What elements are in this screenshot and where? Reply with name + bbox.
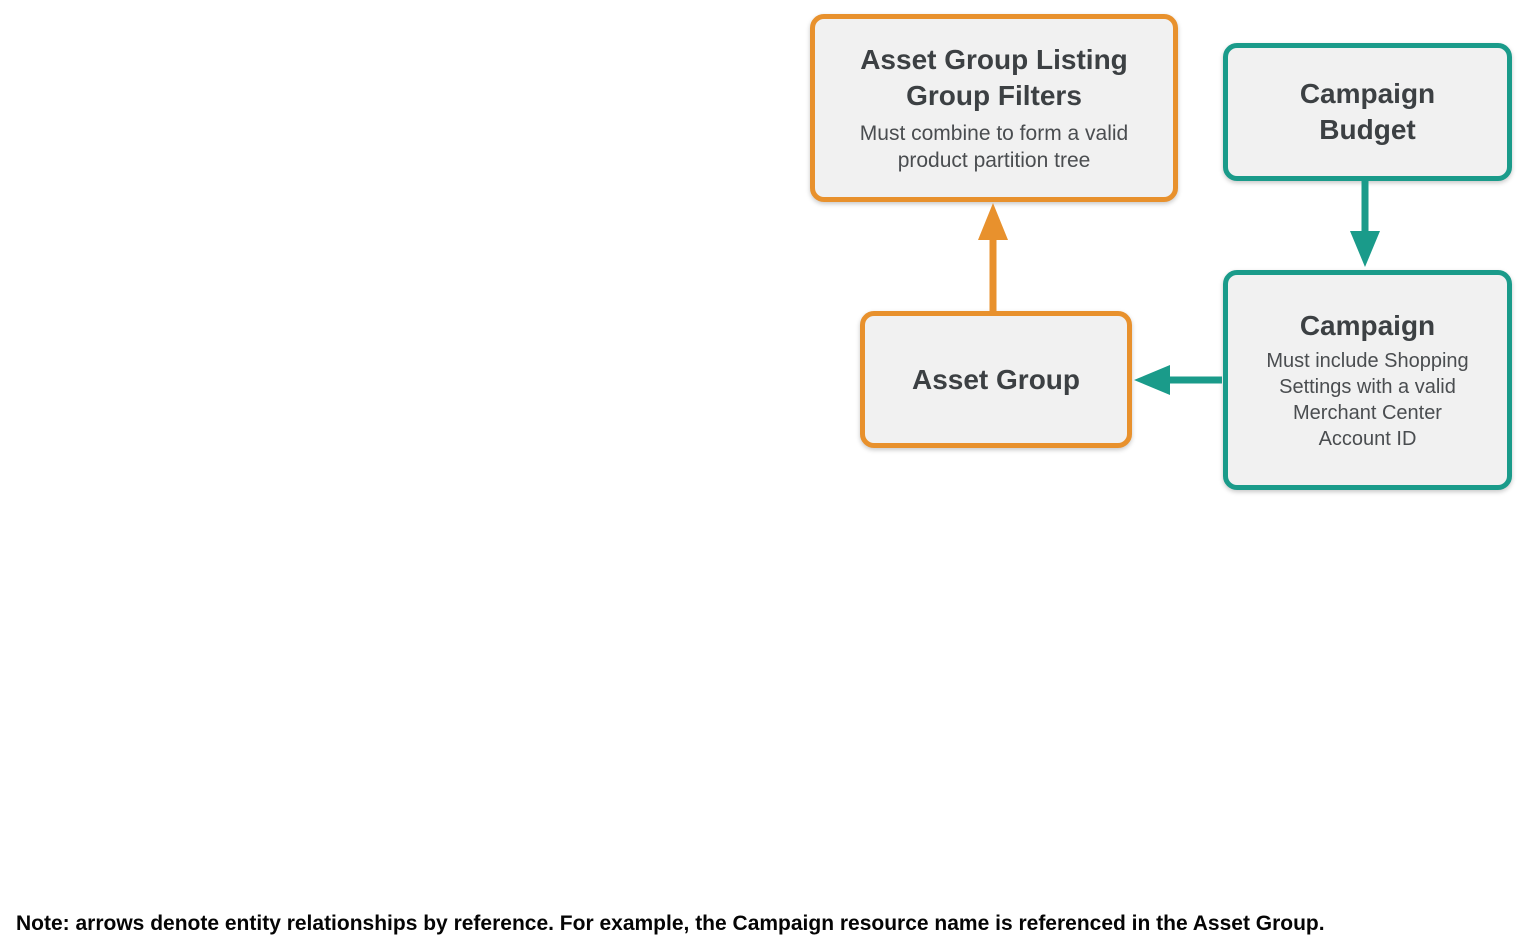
- footnote: Note: arrows denote entity relationships…: [16, 912, 1325, 935]
- arrow-head-up-icon: [978, 203, 1008, 240]
- node-campaign-budget: Campaign Budget: [1223, 43, 1512, 181]
- arrow-head-down-icon: [1350, 231, 1380, 267]
- node-subtitle: Must include Shopping Settings with a va…: [1266, 349, 1469, 450]
- arrow-asset-group-to-listing-filters: [978, 203, 1008, 312]
- arrow-campaign-to-asset-group: [1134, 365, 1222, 395]
- node-title: Campaign: [1299, 310, 1436, 342]
- node-title: Asset Group: [911, 363, 1081, 395]
- arrow-head-left-icon: [1134, 365, 1170, 395]
- node-title: Asset Group Listing Group Filters: [860, 43, 1128, 111]
- node-campaign: Campaign Must include Shopping Settings …: [1223, 270, 1512, 490]
- arrow-campaign-budget-to-campaign: [1350, 181, 1380, 267]
- node-asset-group-listing-group-filters: Asset Group Listing Group Filters Must c…: [810, 14, 1178, 202]
- node-subtitle: Must combine to form a valid product par…: [859, 121, 1129, 172]
- node-title: Campaign Budget: [1299, 78, 1436, 145]
- node-asset-group: Asset Group: [860, 311, 1132, 448]
